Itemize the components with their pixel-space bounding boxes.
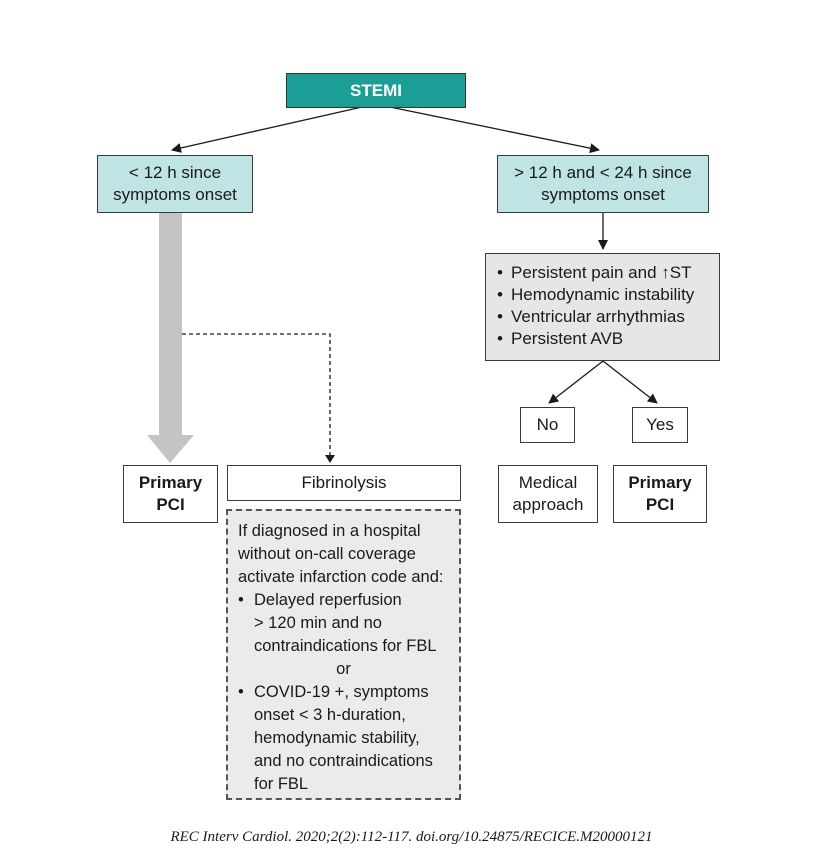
details-bullet-line: and no contraindications: [254, 752, 433, 770]
details-or: or: [336, 660, 351, 678]
details-bullet-line: COVID-19 +, symptoms: [254, 683, 429, 701]
fibrinolysis-box: Fibrinolysis: [227, 465, 461, 501]
arrow-criteria-to-yes: [602, 360, 658, 404]
primary-pci-right-line1: Primary: [628, 473, 692, 492]
arrow-stemi-to-right: [389, 106, 600, 154]
arrow-criteria-to-no: [548, 360, 604, 404]
condition-under-12h-line1: < 12 h since: [128, 163, 222, 182]
no-label: No: [536, 415, 559, 434]
bullet-dot: •: [238, 591, 244, 609]
details-bullet-line: Delayed reperfusion: [254, 591, 402, 609]
no-box: No: [520, 407, 575, 443]
yes-label: Yes: [646, 415, 674, 434]
criteria-item: Persistent AVB: [497, 328, 719, 350]
yes-box: Yes: [632, 407, 688, 443]
primary-pci-left-line2: PCI: [156, 495, 185, 514]
details-bullet-line: hemodynamic stability,: [254, 729, 420, 747]
details-intro-line: activate infarction code and:: [238, 568, 444, 586]
medical-approach-line1: Medical: [518, 473, 578, 492]
fibrinolysis-label: Fibrinolysis: [301, 473, 387, 492]
citation: REC Interv Cardiol. 2020;2(2):112-117. d…: [170, 829, 653, 845]
condition-12-24h: > 12 h and < 24 h since symptoms onset: [497, 155, 709, 213]
details-intro-line: If diagnosed in a hospital: [238, 522, 421, 540]
details-bullet-line: for FBL: [254, 775, 309, 793]
stemi-label: STEMI: [350, 81, 402, 100]
big-gray-arrow: [147, 213, 194, 463]
details-bullet-line: onset < 3 h-duration,: [254, 706, 406, 724]
condition-12-24h-line2: symptoms onset: [541, 185, 665, 204]
criteria-list: Persistent pain and ↑ST Hemodynamic inst…: [497, 262, 719, 350]
primary-pci-left: Primary PCI: [123, 465, 218, 523]
condition-under-12h-line2: symptoms onset: [113, 185, 237, 204]
medical-approach-line2: approach: [512, 495, 584, 514]
primary-pci-right: Primary PCI: [613, 465, 707, 523]
primary-pci-right-line2: PCI: [645, 495, 675, 514]
details-bullet-line: > 120 min and no: [254, 614, 382, 632]
fibrinolysis-details-box: If diagnosed in a hospital without on-ca…: [226, 509, 461, 800]
dashed-arrowhead: [325, 455, 335, 463]
details-intro-line: without on-call coverage: [238, 545, 416, 563]
details-bullet-covid: • COVID-19 +, symptoms onset < 3 h-durat…: [238, 681, 459, 796]
criteria-item: Persistent pain and ↑ST: [497, 262, 719, 284]
condition-under-12h: < 12 h since symptoms onset: [97, 155, 253, 213]
dashed-arrow-to-fibrinolysis: [182, 333, 331, 457]
details-bullet-line: contraindications for FBL: [254, 637, 437, 655]
medical-approach-box: Medical approach: [498, 465, 598, 523]
bullet-dot: •: [238, 683, 244, 701]
criteria-item: Ventricular arrhythmias: [497, 306, 719, 328]
condition-12-24h-line1: > 12 h and < 24 h since: [514, 163, 692, 182]
arrow-stemi-to-left: [171, 106, 363, 153]
details-bullet-delayed: • Delayed reperfusion > 120 min and no c…: [238, 589, 459, 658]
stemi-box: STEMI: [286, 73, 466, 108]
primary-pci-left-line1: Primary: [138, 473, 203, 492]
criteria-item: Hemodynamic instability: [497, 284, 719, 306]
criteria-box: Persistent pain and ↑ST Hemodynamic inst…: [485, 253, 720, 361]
